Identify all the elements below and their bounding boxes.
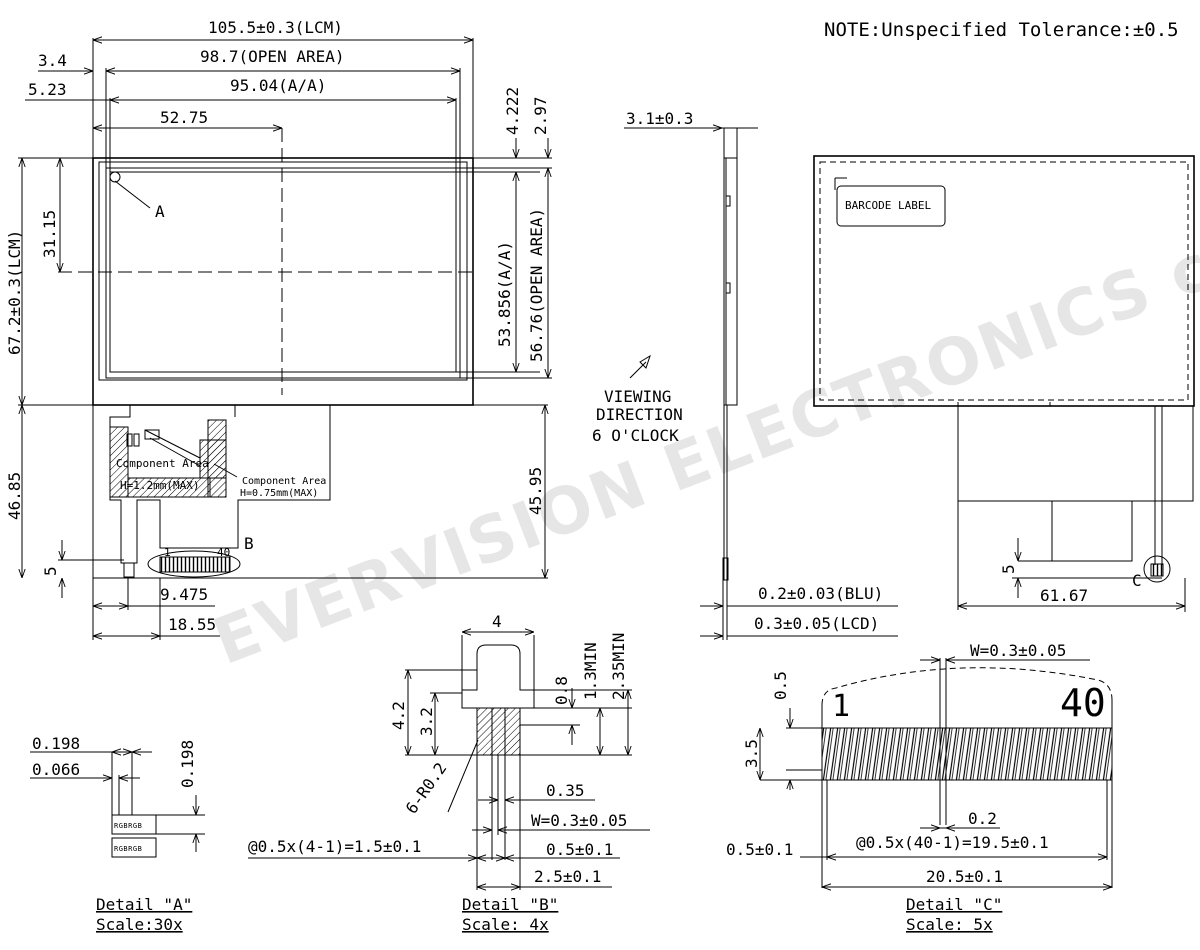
- detail-c: 1 40 W=0.3±0.05 0.5 3.5 0.2 @0.5x(40-1)=…: [726, 641, 1113, 934]
- detail-b-d0-5: 0.5±0.1: [546, 840, 613, 859]
- dim-45-95: 45.95: [526, 467, 545, 515]
- detail-b-v1-3: 1.3MIN: [581, 642, 600, 700]
- dim-blu: 0.2±0.03(BLU): [758, 584, 883, 603]
- dim-46-85: 46.85: [5, 472, 24, 520]
- dim-open-area-height: 56.76(OPEN AREA): [527, 208, 546, 362]
- viewing-label-3: 6 O'CLOCK: [592, 426, 679, 445]
- dim-fpc-5: 5: [41, 566, 60, 576]
- detail-a-pixels-row-2: RGBRGB: [114, 845, 142, 853]
- barcode-label: BARCODE LABEL: [845, 199, 931, 212]
- viewing-label-1: VIEWING: [604, 387, 671, 406]
- fpc-pin-1: 1: [164, 546, 171, 559]
- fpc-pin-array: [159, 556, 231, 573]
- dim-4-222: 4.222: [503, 87, 522, 135]
- fpc-pin-40: 40: [217, 546, 230, 559]
- back-dim-61-67: 61.67: [1040, 586, 1088, 605]
- detail-b-scale: Scale: 4x: [462, 915, 549, 934]
- dim-aa-height: 53.856(A/A): [495, 241, 514, 347]
- detail-c-pin-1: 1: [832, 689, 850, 724]
- component-area-2-height: H=0.75mm(MAX): [240, 488, 318, 499]
- dim-lcm-width: 105.5±0.3(LCM): [208, 18, 343, 37]
- dim-52-75: 52.75: [160, 108, 208, 127]
- detail-b-w4: 4: [492, 612, 502, 631]
- dim-18-55: 18.55: [168, 615, 216, 634]
- detail-b-d0-35: 0.35: [546, 781, 585, 800]
- detail-a-dim-1: 0.198: [32, 734, 80, 753]
- detail-b-w: W=0.3±0.05: [531, 811, 627, 830]
- detail-b-h4-2: 4.2: [389, 701, 408, 730]
- detail-b-outline: [461, 644, 535, 755]
- open-area: [105, 167, 461, 379]
- detail-b-h3-2: 3.2: [417, 707, 436, 736]
- detail-c-title: Detail "C": [906, 895, 1002, 914]
- component-area-1-label: Component Area: [116, 457, 209, 470]
- front-view: A Component Area H=1.2mm(MAX) Component …: [5, 18, 552, 640]
- detail-b-marker: B: [244, 534, 254, 553]
- detail-a: 0.198 0.066 0.198 RGBRGB RGBRGB Detail "…: [30, 734, 205, 934]
- detail-c-pitch: @0.5x(40-1)=19.5±0.1: [856, 833, 1049, 852]
- tolerance-note: NOTE:Unspecified Tolerance:±0.5: [824, 19, 1179, 41]
- detail-a-pixels-row-1: RGBRGB: [114, 822, 142, 830]
- detail-b-v0-8: 0.8: [552, 676, 571, 705]
- barcode-label-box: [836, 185, 946, 227]
- detail-c-d20-5: 20.5±0.1: [926, 867, 1003, 886]
- back-fpc: [957, 405, 1194, 502]
- detail-c-h0-5: 0.5: [771, 671, 790, 700]
- detail-a-dim-3: 0.198: [178, 740, 197, 788]
- detail-b-radius: 6-R0.2: [402, 759, 451, 817]
- detail-b: 4 4.2 3.2 0.8 1.3MIN 2.35MIN 6-R0.2 0.35…: [248, 612, 650, 934]
- detail-c-marker: C: [1132, 571, 1142, 590]
- back-dim-5: 5: [999, 564, 1018, 574]
- back-view: BARCODE LABEL 5 C 61.67: [813, 155, 1195, 612]
- detail-c-d0-2: 0.2: [968, 809, 997, 828]
- dim-lcd: 0.3±0.05(LCD): [754, 614, 879, 633]
- detail-b-v2-35: 2.35MIN: [609, 633, 628, 700]
- detail-c-scale: Scale: 5x: [906, 915, 993, 934]
- detail-c-d0-5: 0.5±0.1: [726, 840, 793, 859]
- component-area-1-height: H=1.2mm(MAX): [120, 479, 199, 492]
- detail-b-d2-5: 2.5±0.1: [534, 867, 601, 886]
- dim-9-475: 9.475: [160, 585, 208, 604]
- component-area-2-label: Component Area: [242, 476, 326, 487]
- lcm-outline: [92, 157, 474, 406]
- detail-a-dim-2: 0.066: [32, 760, 80, 779]
- detail-c-h3-5: 3.5: [742, 739, 761, 768]
- viewing-label-2: DIRECTION: [596, 405, 683, 424]
- dim-aa-width: 95.04(A/A): [230, 76, 326, 95]
- detail-a-title: Detail "A": [96, 895, 192, 914]
- detail-b-pitch: @0.5x(4-1)=1.5±0.1: [248, 837, 421, 856]
- dim-3-4: 3.4: [38, 51, 67, 70]
- dim-2-97: 2.97: [531, 96, 550, 135]
- dim-31-15: 31.15: [40, 210, 59, 258]
- detail-a-scale: Scale:30x: [96, 915, 183, 934]
- detail-c-pin-40: 40: [1060, 681, 1106, 725]
- dim-thickness: 3.1±0.3: [626, 109, 693, 128]
- viewing-direction-arrow: [629, 354, 651, 379]
- dim-open-area-width: 98.7(OPEN AREA): [200, 47, 345, 66]
- dim-5-23: 5.23: [28, 80, 67, 99]
- detail-c-w: W=0.3±0.05: [970, 641, 1066, 660]
- component-area-1-hatch: [109, 426, 129, 498]
- detail-b-title: Detail "B": [462, 895, 558, 914]
- detail-c-pin-array: [821, 727, 1113, 781]
- dim-lcm-height: 67.2±0.3(LCM): [5, 230, 24, 355]
- side-view: 3.1±0.3 0.2±0.03(BLU) 0.3±0.05(LCD) VIEW…: [592, 109, 898, 640]
- detail-a-marker: A: [155, 202, 165, 221]
